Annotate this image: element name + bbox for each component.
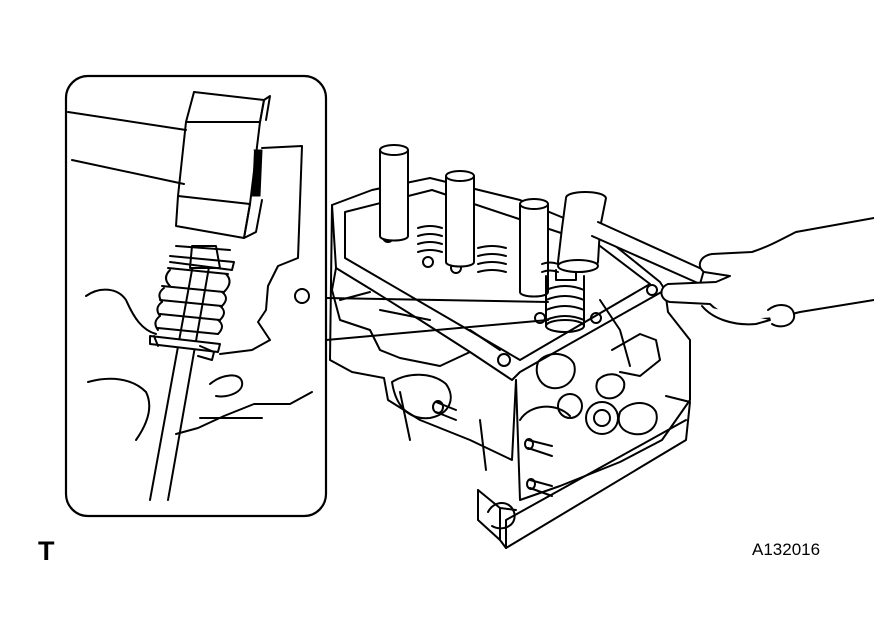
callout-lines <box>325 297 549 341</box>
hand-icon <box>660 217 874 328</box>
corner-mark: T <box>38 536 55 566</box>
guide-tubes <box>379 144 549 298</box>
figure-code: A132016 <box>752 540 821 559</box>
support-block <box>477 395 691 549</box>
detail-inset <box>64 74 328 518</box>
hammer-icon <box>557 191 705 285</box>
